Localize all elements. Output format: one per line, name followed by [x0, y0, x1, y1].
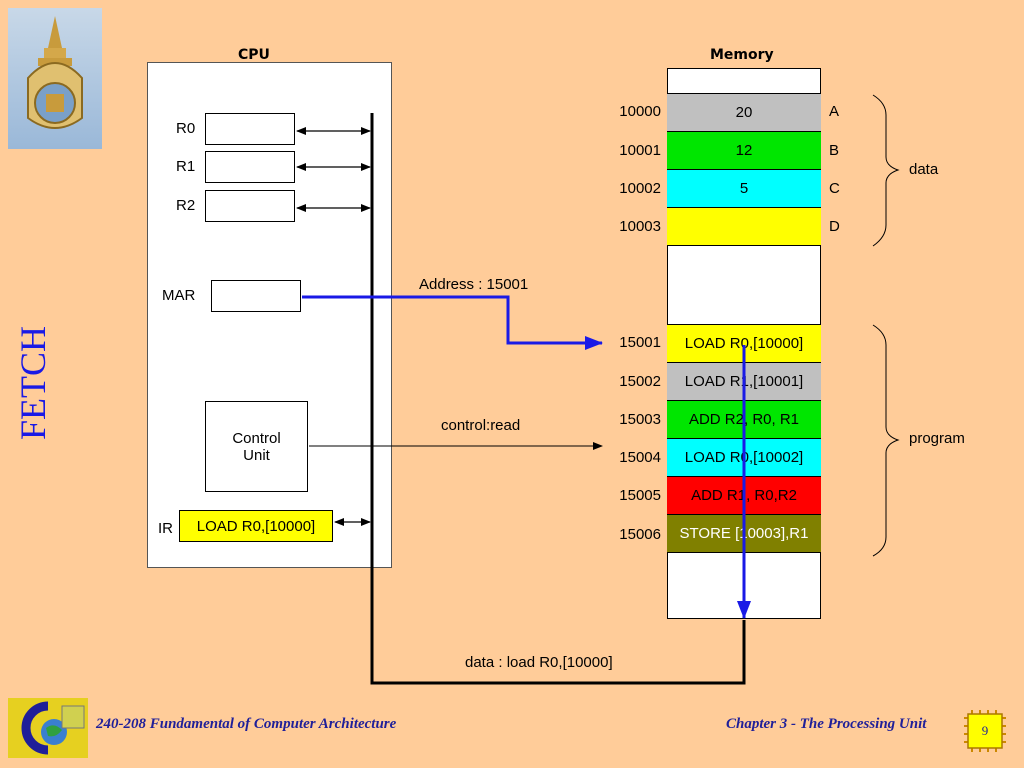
- address-label: 15003: [619, 411, 661, 428]
- memory-cell-15006: STORE [10003],R1: [667, 515, 821, 553]
- footer-chapter: Chapter 3 - The Processing Unit: [726, 716, 927, 732]
- address-label: 10003: [619, 218, 661, 235]
- page-number-chip: 9: [960, 706, 1010, 756]
- register-r0-label: R0: [176, 120, 196, 137]
- variable-label: D: [829, 218, 840, 235]
- cpu-title: CPU: [238, 47, 270, 63]
- memory-cell-value: LOAD R0,[10002]: [684, 449, 804, 466]
- memory-top-divider: [667, 93, 821, 94]
- control-unit-line1: Control: [232, 429, 281, 447]
- footer-logo: [8, 698, 88, 758]
- address-label: 10001: [619, 142, 661, 159]
- control-unit: Control Unit: [205, 401, 308, 492]
- memory-cell-10003: [667, 208, 821, 246]
- address-label: 10002: [619, 180, 661, 197]
- address-label: 15004: [619, 449, 661, 466]
- memory-cell-10002: 5: [667, 170, 821, 208]
- program-brace-label: program: [909, 430, 965, 447]
- memory-cell-value: 5: [739, 180, 749, 197]
- address-label: 10000: [619, 103, 661, 120]
- address-label: 15002: [619, 373, 661, 390]
- memory-cell-15001: LOAD R0,[10000]: [667, 325, 821, 363]
- memory-cell-value: ADD R1, R0,R2: [691, 487, 797, 504]
- slide-title: FETCH: [13, 325, 53, 440]
- ir-label: IR: [158, 520, 173, 537]
- memory-cell-15005: ADD R1, R0,R2: [667, 477, 821, 515]
- address-label: 15005: [619, 487, 661, 504]
- footer-course: 240-208 Fundamental of Computer Architec…: [96, 716, 397, 732]
- memory-title: Memory: [710, 47, 774, 63]
- memory-cell-value: ADD R2, R0, R1: [688, 411, 800, 428]
- register-r2: [205, 190, 295, 222]
- program-brace: [872, 324, 900, 557]
- memory-cell-value: STORE [10003],R1: [679, 525, 809, 542]
- control-bus-label: control:read: [441, 417, 521, 434]
- memory-cell-10000: 20: [667, 94, 821, 132]
- memory-cell-value: 12: [735, 142, 753, 159]
- memory-cell-10001: 12: [667, 132, 821, 170]
- mar-register: [211, 280, 301, 312]
- university-logo: [8, 8, 102, 149]
- register-r2-label: R2: [176, 197, 196, 214]
- address-label: 15001: [619, 334, 661, 351]
- data-brace: [872, 94, 900, 247]
- variable-label: C: [829, 180, 840, 197]
- memory-cell-value: 20: [735, 104, 753, 121]
- memory-cell-15003: ADD R2, R0, R1: [667, 401, 821, 439]
- register-r1: [205, 151, 295, 183]
- variable-label: B: [829, 142, 840, 159]
- address-bus-label: Address : 15001: [419, 276, 529, 293]
- register-r1-label: R1: [176, 158, 196, 175]
- memory-cell-15004: LOAD R0,[10002]: [667, 439, 821, 477]
- mar-label: MAR: [162, 287, 196, 304]
- ir-register: LOAD R0,[10000]: [179, 510, 333, 542]
- address-label: 15006: [619, 526, 661, 543]
- memory-cell-15002: LOAD R1,[10001]: [667, 363, 821, 401]
- ir-value: LOAD R0,[10000]: [196, 517, 316, 535]
- page-number: 9: [981, 723, 989, 738]
- memory-cell-value: LOAD R1,[10001]: [684, 373, 804, 390]
- data-bus-label: data : load R0,[10000]: [465, 654, 613, 671]
- variable-label: A: [829, 103, 840, 120]
- memory-cell-value: LOAD R0,[10000]: [684, 335, 804, 352]
- data-brace-label: data: [909, 161, 939, 178]
- control-unit-line2: Unit: [243, 446, 270, 464]
- register-r0: [205, 113, 295, 145]
